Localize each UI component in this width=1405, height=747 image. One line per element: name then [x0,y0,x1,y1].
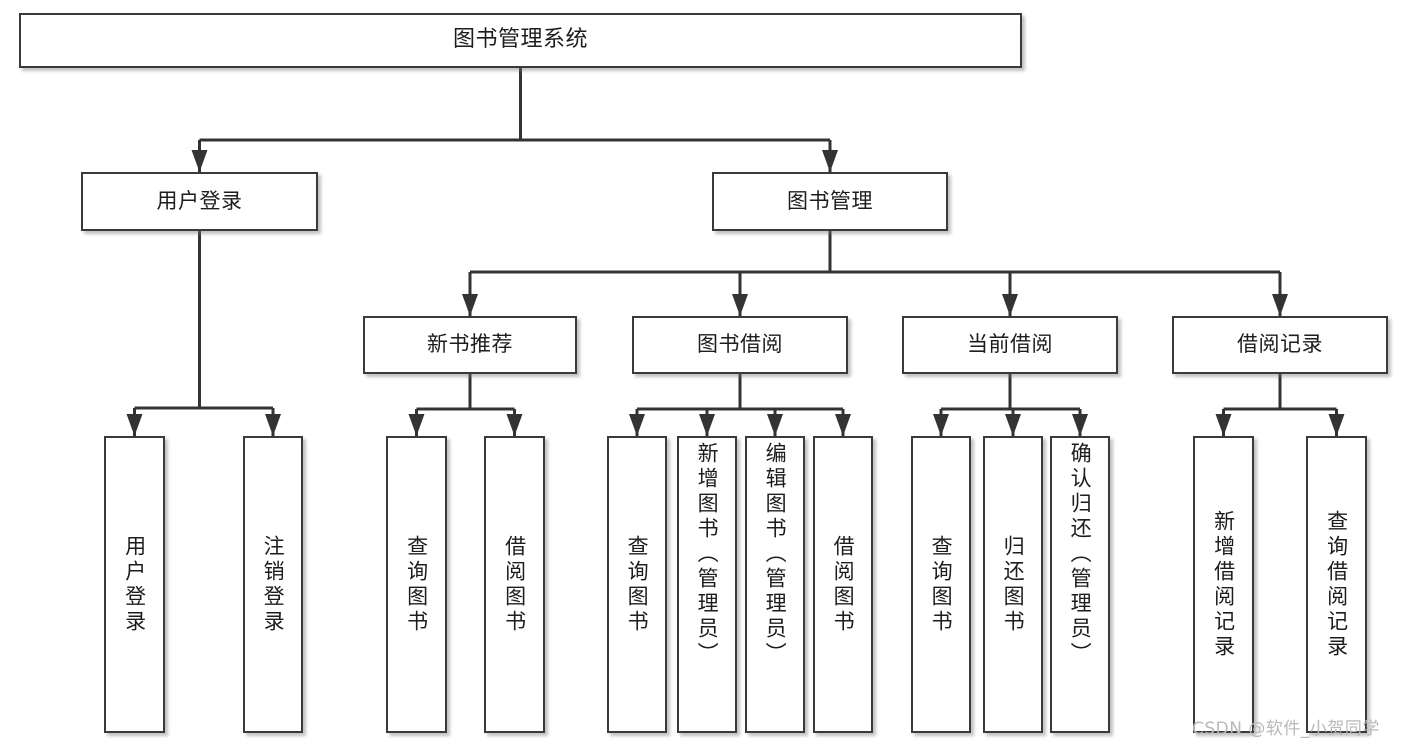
node-leaf_a1[interactable]: 注销登录 [243,436,303,733]
node-l2_1[interactable]: 图书借阅 [632,316,848,374]
node-l2_3[interactable]: 借阅记录 [1172,316,1388,374]
node-label: 当前借阅 [967,332,1053,357]
arrowhead [629,414,645,436]
arrowhead [506,414,523,436]
node-leaf_e0[interactable]: 新增借阅记录 [1193,436,1254,733]
node-label: 借阅图书 [502,534,527,635]
node-label: 用户登录 [122,534,147,635]
arrowhead [1272,294,1288,316]
arrowhead [767,414,783,436]
node-label: 图书管理系统 [452,27,588,53]
arrowhead [265,414,281,436]
arrowhead [408,414,425,436]
node-l2_0[interactable]: 新书推荐 [363,316,577,374]
node-label: 新书推荐 [427,332,513,357]
node-leaf_d2[interactable]: 确认归还（管理员） [1050,436,1110,733]
node-leaf_b0[interactable]: 查询图书 [386,436,447,733]
node-leaf_c1[interactable]: 新增图书（管理员） [677,436,737,733]
node-leaf_a0[interactable]: 用户登录 [104,436,165,733]
arrowhead [1002,294,1018,316]
node-label: 查询图书 [404,534,429,635]
arrowhead [732,294,748,316]
node-label: 查询图书 [625,534,650,635]
arrowhead [126,414,143,436]
arrowhead [191,150,208,172]
node-label: 图书管理 [787,188,873,213]
arrowhead [1215,414,1232,436]
node-label: 借阅图书 [831,534,856,635]
node-leaf_c0[interactable]: 查询图书 [607,436,667,733]
node-label: 注销登录 [261,534,286,635]
arrowhead [1072,414,1088,436]
node-label: 新增图书（管理员） [695,442,720,667]
node-leaf_d0[interactable]: 查询图书 [911,436,971,733]
node-label: 归还图书 [1001,534,1026,635]
node-l2_2[interactable]: 当前借阅 [902,316,1118,374]
node-label: 查询借阅记录 [1324,509,1349,660]
node-label: 图书借阅 [697,332,783,357]
node-leaf_c3[interactable]: 借阅图书 [813,436,873,733]
arrowhead [835,414,851,436]
node-label: 编辑图书（管理员） [763,442,788,667]
arrowhead [1328,414,1345,436]
node-label: 借阅记录 [1237,332,1323,357]
node-label: 查询图书 [929,534,954,635]
node-leaf_c2[interactable]: 编辑图书（管理员） [745,436,805,733]
arrowhead [462,294,478,316]
arrowhead [822,150,838,172]
arrowhead [1005,414,1021,436]
arrowhead [933,414,949,436]
node-root[interactable]: 图书管理系统 [19,13,1022,68]
node-l1_1[interactable]: 图书管理 [712,172,948,231]
node-label: 确认归还（管理员） [1068,442,1093,667]
node-leaf_d1[interactable]: 归还图书 [983,436,1043,733]
node-l1_0[interactable]: 用户登录 [81,172,318,231]
node-leaf_e1[interactable]: 查询借阅记录 [1306,436,1367,733]
node-leaf_b1[interactable]: 借阅图书 [484,436,545,733]
arrowhead [699,414,715,436]
node-label: 新增借阅记录 [1211,509,1236,660]
csdn-watermark: CSDN @软件_小贺同学 [1192,719,1380,739]
node-label: 用户登录 [156,188,243,213]
